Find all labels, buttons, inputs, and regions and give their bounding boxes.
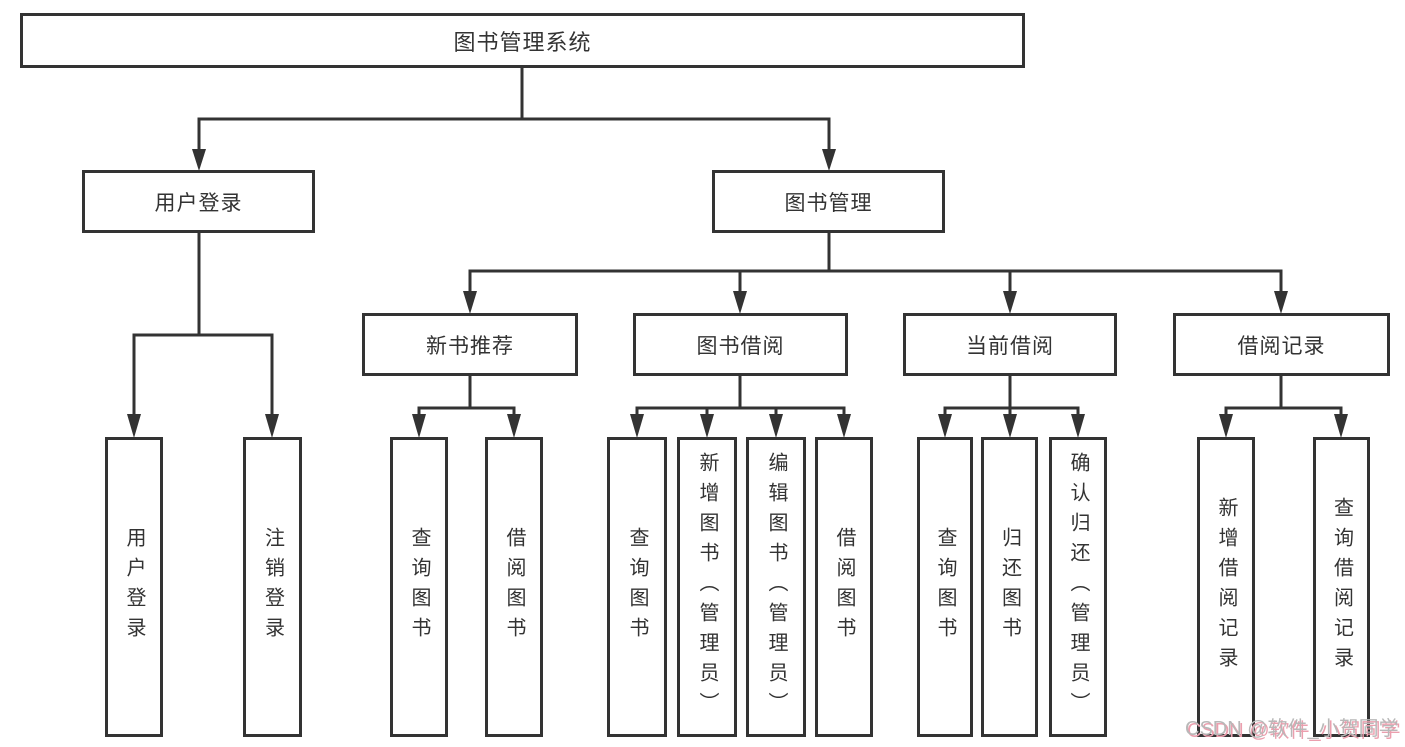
leaf-br-add-record-label: 新增借阅记录 <box>1215 497 1237 677</box>
leaf-br-add-record: 新增借阅记录 <box>1197 437 1255 737</box>
leaf-bb-query-books-label: 查询图书 <box>626 527 648 647</box>
leaf-logout: 注销登录 <box>243 437 302 737</box>
node-borrow-records: 借阅记录 <box>1173 313 1390 376</box>
leaf-nbr-borrow-books-label: 借阅图书 <box>503 527 525 647</box>
node-user-login: 用户登录 <box>82 170 315 233</box>
leaf-user-login: 用户登录 <box>105 437 163 737</box>
leaf-bb-add-books-admin-label: 新增图书（管理员） <box>696 452 718 722</box>
leaf-cb-query-books: 查询图书 <box>917 437 973 737</box>
leaf-cb-confirm-return-admin: 确认归还（管理员） <box>1049 437 1107 737</box>
leaf-nbr-query-books-label: 查询图书 <box>408 527 430 647</box>
leaf-cb-return-books-label: 归还图书 <box>998 527 1021 647</box>
node-new-book-recommend: 新书推荐 <box>362 313 578 376</box>
node-current-borrowing-label: 当前借阅 <box>966 334 1054 358</box>
leaf-bb-borrow-books-label: 借阅图书 <box>833 527 855 647</box>
leaf-nbr-borrow-books: 借阅图书 <box>485 437 543 737</box>
leaf-bb-edit-books-admin-label: 编辑图书（管理员） <box>765 452 787 722</box>
leaf-bb-borrow-books: 借阅图书 <box>815 437 873 737</box>
leaf-bb-query-books: 查询图书 <box>607 437 667 737</box>
arrowhead-icons <box>127 149 1348 438</box>
leaf-logout-label: 注销登录 <box>261 527 284 647</box>
leaf-user-login-label: 用户登录 <box>123 527 145 647</box>
node-borrow-records-label: 借阅记录 <box>1237 334 1326 358</box>
leaf-cb-confirm-return-admin-label: 确认归还（管理员） <box>1067 452 1089 722</box>
leaf-nbr-query-books: 查询图书 <box>390 437 448 737</box>
node-book-management-label: 图书管理 <box>784 191 873 215</box>
leaf-bb-edit-books-admin: 编辑图书（管理员） <box>746 437 806 737</box>
node-root-label: 图书管理系统 <box>453 29 592 55</box>
node-book-management: 图书管理 <box>712 170 945 233</box>
node-book-borrowing: 图书借阅 <box>633 313 848 376</box>
leaf-br-query-record-label: 查询借阅记录 <box>1330 497 1353 677</box>
node-user-login-label: 用户登录 <box>154 191 243 215</box>
node-book-borrowing-label: 图书借阅 <box>696 334 785 358</box>
csdn-watermark: CSDN @软件_小贺同学 <box>1185 718 1399 740</box>
node-new-book-recommend-label: 新书推荐 <box>426 334 514 358</box>
node-root: 图书管理系统 <box>20 13 1025 68</box>
leaf-br-query-record: 查询借阅记录 <box>1313 437 1370 737</box>
node-current-borrowing: 当前借阅 <box>903 313 1117 376</box>
leaf-cb-query-books-label: 查询图书 <box>934 527 956 647</box>
leaf-bb-add-books-admin: 新增图书（管理员） <box>677 437 737 737</box>
leaf-cb-return-books: 归还图书 <box>981 437 1038 737</box>
